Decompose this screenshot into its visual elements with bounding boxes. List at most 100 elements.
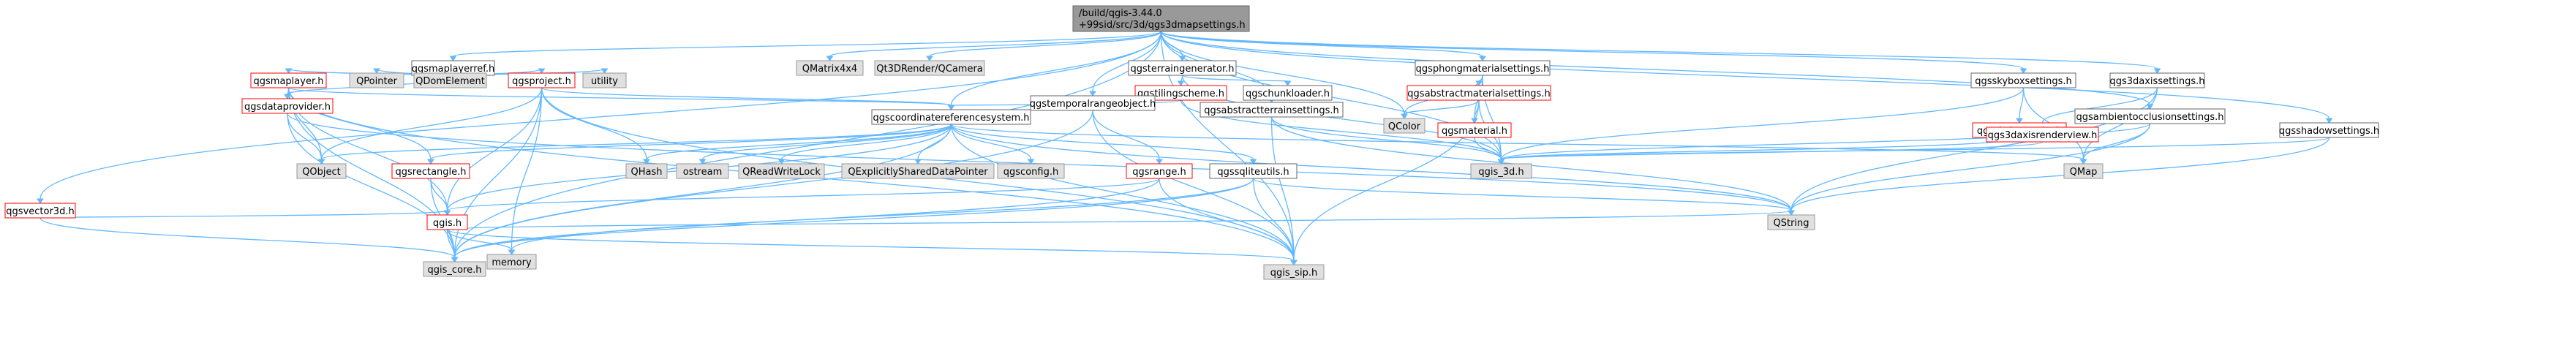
node-qgis_sip[interactable]: qgis_sip.h (1263, 264, 1325, 280)
node-label: QReadWriteLock (742, 167, 821, 178)
node-qgstilingscheme[interactable]: qgstilingscheme.h (1134, 85, 1227, 101)
node-box (582, 72, 627, 88)
edge-root-to-qgsvector3d (37, 31, 1162, 204)
node-root[interactable]: /build/qgis-3.44.0 +99sid/src/3d/qgs3dma… (1072, 5, 1250, 32)
node-qmatrix4x4[interactable]: QMatrix4x4 (796, 60, 864, 76)
edge-qgsabstractmaterialsettings-to-qcolor (1401, 99, 1480, 119)
node-box (1263, 264, 1325, 280)
node-qt3drender[interactable]: Qt3DRender/QCamera (874, 60, 985, 76)
node-qgsmaterial[interactable]: qgsmaterial.h (1437, 122, 1512, 138)
node-qgsabstractmaterialsettings[interactable]: qgsabstractmaterialsettings.h (1406, 85, 1551, 101)
node-qgsmaplayer[interactable]: qgsmaplayer.h (250, 72, 327, 88)
node-qgsmaplayerref[interactable]: qgsmaplayerref.h (411, 60, 495, 76)
node-qgsshadowsettings[interactable]: qgsshadowsettings.h (2279, 122, 2379, 138)
node-box (508, 72, 576, 88)
node-box (738, 163, 825, 179)
node-label: qgsskyboxsettings.h (1975, 76, 2072, 87)
node-qgsabstractterrainsettings[interactable]: qgsabstractterrainsettings.h (1200, 102, 1344, 118)
edge-qgis-to-qstring (446, 210, 1795, 230)
node-qgsvector3d[interactable]: qgsvector3d.h (4, 203, 76, 219)
edge-qgs3daxissettings-to-qmap (2079, 87, 2158, 165)
node-qgscoordinatereferencesystem[interactable]: qgscoordinatereferencesystem.h (871, 109, 1031, 125)
node-qcolor[interactable]: QColor (1383, 118, 1426, 134)
node-ostream[interactable]: ostream (676, 163, 729, 179)
node-label: qgsambientocclusionsettings.h (2076, 112, 2224, 123)
edge-qgscoordinatereferencesystem-to-qgsrectangle (427, 124, 952, 165)
node-box (1128, 60, 1237, 76)
node-qgsrange[interactable]: qgsrange.h (1126, 163, 1193, 179)
node-label: qgsabstractterrainsettings.h (1204, 105, 1339, 116)
node-qgis_core[interactable]: qgis_core.h (423, 261, 486, 277)
node-qgsambientocclusionsettings[interactable]: qgsambientocclusionsettings.h (2074, 108, 2226, 124)
node-qgsrectangle[interactable]: qgsrectangle.h (391, 163, 470, 179)
node-qpointer[interactable]: QPointer (349, 72, 404, 88)
node-qgstemporalrangeobject[interactable]: qgstemporalrangeobject.h (1030, 95, 1156, 111)
node-box (2063, 163, 2104, 179)
edge-qgis-to-qgis_sip (446, 229, 1298, 265)
node-qgsdataprovider[interactable]: qgsdataprovider.h (241, 98, 334, 114)
node-qgsskyboxsettings[interactable]: qgsskyboxsettings.h (1970, 72, 2076, 88)
node-box (1406, 85, 1551, 101)
edge-root-to-qgsskyboxsettings (1160, 31, 2027, 74)
edge-qgsvector3d-to-qgis_core (39, 217, 459, 262)
node-qdomelement[interactable]: QDomElement (413, 72, 487, 88)
node-box (296, 163, 347, 179)
node-label: qgstilingscheme.h (1137, 88, 1224, 99)
node-qexplicitlyshareddatapointer[interactable]: QExplicitlySharedDataPointer (841, 163, 995, 179)
node-box (796, 60, 864, 76)
edge-qgsshadowsettings-to-qgs_3d (1497, 137, 2330, 165)
node-qstring[interactable]: QString (1767, 214, 1815, 230)
node-label: ostream (683, 167, 723, 178)
node-qgssqliteutils[interactable]: qgssqliteutils.h (1209, 163, 1298, 179)
node-label: qgs3daxissettings.h (2109, 76, 2204, 87)
node-qgsphongmaterialsettings[interactable]: qgsphongmaterialsettings.h (1415, 60, 1551, 76)
edge-qgsproject-to-qgscoordinatereferencesystem (541, 87, 955, 110)
node-label: QPointer (356, 76, 398, 87)
node-qgsconfig[interactable]: qgsconfig.h (997, 163, 1065, 179)
edge-root-to-qgs3daxissettings (1160, 31, 2161, 74)
node-qgs_3d[interactable]: qgis_3d.h (1470, 163, 1532, 179)
node-box (423, 261, 486, 277)
node-label: qgis_3d.h (1478, 167, 1524, 178)
node-qgs3daxissettings[interactable]: qgs3daxissettings.h (2109, 72, 2205, 88)
node-qgsterraingenerator[interactable]: qgsterraingenerator.h (1128, 60, 1237, 76)
node-box (391, 163, 470, 179)
node-box (1383, 118, 1426, 134)
node-label: qgsrectangle.h (395, 167, 466, 178)
edge-qgsrange-to-qgis (443, 178, 1160, 216)
node-qobject[interactable]: QObject (296, 163, 347, 179)
node-qgis[interactable]: qgis.h (426, 214, 468, 230)
edge-root-to-qt3drender (926, 31, 1162, 61)
node-qgsproject[interactable]: qgsproject.h (508, 72, 576, 88)
edge-root-to-qgstemporalrangeobject (1089, 31, 1162, 97)
node-qreadwritelock[interactable]: QReadWriteLock (738, 163, 825, 179)
node-qhash[interactable]: QHash (625, 163, 668, 179)
node-box (2109, 72, 2205, 88)
node-qgschunkloader[interactable]: qgschunkloader.h (1243, 85, 1333, 101)
edge-root-to-qgsphongmaterialsettings (1160, 31, 1486, 61)
edge-qgsproject-to-qhash (541, 87, 650, 165)
edge-qgscoordinatereferencesystem-to-qgis_core (451, 124, 952, 262)
node-memory[interactable]: memory (486, 254, 537, 270)
edge-qgscoordinatereferencesystem-to-qobject (317, 124, 952, 165)
node-box (1970, 72, 2076, 88)
edge-qgscoordinatereferencesystem-to-ostream (698, 124, 952, 165)
node-label: qgschunkloader.h (1246, 88, 1330, 99)
node-utility[interactable]: utility (582, 72, 627, 88)
edge-root-to-qgsmaplayerref (449, 31, 1162, 61)
node-box (1126, 163, 1193, 179)
node-box (1200, 102, 1344, 118)
node-qmap[interactable]: QMap (2063, 163, 2104, 179)
node-qgs3daxisrenderview[interactable]: qgs3daxisrenderview.h (1986, 126, 2099, 143)
root-label-line1: /build/qgis-3.44.0 (1079, 8, 1162, 19)
node-box (349, 72, 404, 88)
node-label: QObject (302, 167, 341, 178)
node-label: qgstemporalrangeobject.h (1030, 99, 1156, 110)
node-box (1986, 126, 2099, 143)
edge-root-to-qgsshadowsettings (1160, 31, 2333, 124)
node-label: QMap (2070, 167, 2098, 178)
node-box (676, 163, 729, 179)
node-box (2279, 122, 2379, 138)
edge-qgsmaplayer-to-qgscoordinatereferencesystem (287, 87, 955, 110)
edge-qgscoordinatereferencesystem-to-qstring (950, 124, 1795, 216)
